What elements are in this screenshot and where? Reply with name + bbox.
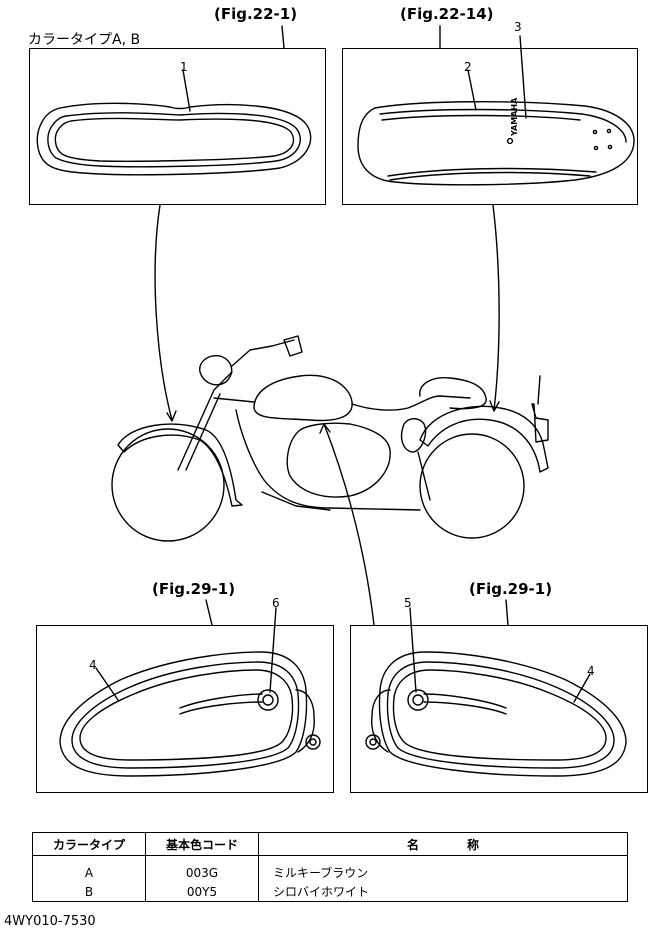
detail-frame-tank-left — [36, 625, 334, 793]
arrow-head-tank — [319, 423, 331, 434]
callout-leader-4-right — [573, 673, 591, 703]
fender-logo-text: YAMAHA — [510, 97, 519, 136]
tank-left-drawing — [59, 651, 321, 777]
callout-number-6: 6 — [272, 596, 280, 610]
callout-number-4-right: 4 — [587, 664, 595, 678]
fig-leader-bottom-right — [505, 599, 509, 626]
table-header-row: カラータイプ 基本色コード 名 称 — [32, 832, 628, 856]
table-row: B 00Y5 シロバイホワイト — [32, 882, 628, 902]
callout-number-4-left: 4 — [89, 658, 97, 672]
callout-leader-5 — [409, 607, 417, 693]
cell-color-code: 00Y5 — [145, 882, 259, 902]
detail-frame-tank-right — [350, 625, 648, 793]
callout-number-1: 1 — [180, 60, 188, 74]
column-header-color-code: 基本色コード — [145, 832, 259, 856]
fig-ref-top-left: (Fig.22-1) — [214, 5, 298, 23]
table-row: A 003G ミルキーブラウン — [32, 855, 628, 882]
color-code-table: カラータイプ 基本色コード 名 称 A 003G ミルキーブラウン B 00Y5… — [32, 832, 628, 902]
cell-color-type: A — [32, 855, 146, 882]
column-header-name: 名 称 — [258, 832, 628, 856]
callout-number-5: 5 — [404, 596, 412, 610]
callout-leader-6 — [269, 607, 277, 693]
cell-color-name: シロバイホワイト — [258, 882, 628, 902]
cell-color-type: B — [32, 882, 146, 902]
fig-ref-bottom-right: (Fig.29-1) — [469, 580, 553, 598]
cell-color-code: 003G — [145, 855, 259, 882]
rear-fender-drawing — [357, 101, 635, 186]
arrow-tank-to-bike — [323, 423, 375, 626]
callout-leader-4-left — [95, 667, 119, 701]
cell-color-name: ミルキーブラウン — [258, 855, 628, 882]
tank-stripe-drawing — [36, 102, 312, 176]
document-code: 4WY010-7530 — [4, 914, 96, 929]
fig-ref-top-right: (Fig.22-14) — [400, 5, 494, 23]
fig-ref-bottom-left: (Fig.29-1) — [152, 580, 236, 598]
fig-leader-bottom-left — [205, 599, 213, 626]
callout-leader-3 — [519, 35, 527, 119]
arrow-stripe-to-tank — [154, 204, 173, 421]
callout-number-3: 3 — [514, 20, 522, 34]
detail-frame-tank-stripe — [29, 48, 326, 205]
column-header-color-type: カラータイプ — [32, 832, 146, 856]
arrow-fender-to-bike — [492, 204, 500, 411]
arrow-head-fender — [489, 400, 500, 412]
detail-frame-rear-fender — [342, 48, 638, 205]
tank-right-drawing — [365, 651, 627, 777]
callout-number-2: 2 — [464, 60, 472, 74]
fig-leader-top-left — [281, 25, 285, 49]
motorcycle-outline — [111, 335, 549, 542]
callout-leader-1 — [182, 69, 191, 112]
color-type-label: カラータイプA, B — [28, 32, 141, 48]
arrow-head-stripe — [166, 410, 177, 422]
callout-leader-2 — [467, 69, 477, 111]
